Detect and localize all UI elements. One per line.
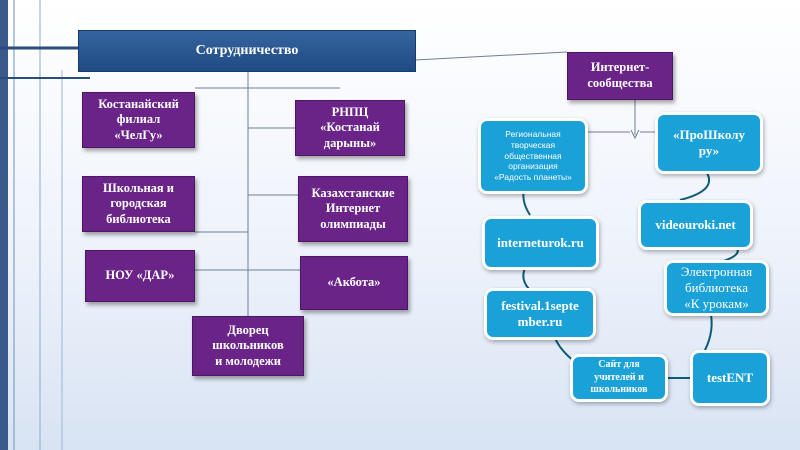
library-node: Школьная и городская библиотека — [82, 176, 195, 232]
proshkolu-node: «ПроШколу ру» — [655, 112, 763, 174]
videouroki-node: videouroki.net — [638, 200, 753, 250]
kostanay-branch-node: Костанайский филиал «ЧелГу» — [82, 92, 195, 148]
interneturok-node: interneturok.ru — [482, 216, 599, 270]
palace-node: Дворец школьников и молодежи — [192, 316, 304, 376]
electronic-library-node: Электронная библиотека «К урокам» — [664, 260, 769, 316]
regional-org-node: Региональная творческая общественная орг… — [478, 118, 588, 194]
rnpc-node: РНПЦ «Костанай дарыны» — [295, 100, 405, 156]
festival-node: festival.1septe mber.ru — [484, 288, 596, 340]
left-accent-bar — [0, 0, 8, 450]
internet-communities-node: Интернет- сообщества — [567, 52, 673, 100]
cooperation-title: Сотрудничество — [78, 30, 416, 72]
olympiads-node: Казахстанские Интернет олимпиады — [298, 176, 408, 242]
teachers-site-node: Сайт для учителей и школьников — [570, 354, 668, 402]
decorative-lines — [0, 0, 90, 450]
akbota-node: «Акбота» — [300, 256, 408, 310]
nou-dar-node: НОУ «ДАР» — [85, 250, 195, 302]
testent-node: testENT — [690, 350, 770, 406]
